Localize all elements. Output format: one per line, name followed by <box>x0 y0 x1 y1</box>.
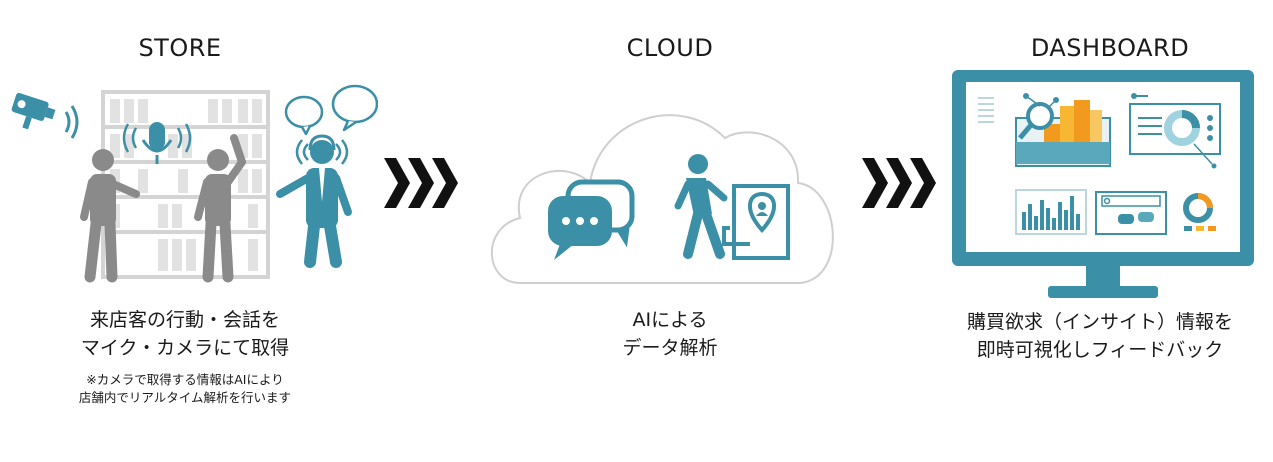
customer-figure <box>80 149 140 283</box>
store-note-line2: 店舗内でリアルタイム解析を行います <box>78 390 292 405</box>
dashboard-caption: 購買欲求（インサイト）情報を 即時可視化しフィードバック <box>930 308 1270 364</box>
cloud-heading: CLOUD <box>626 34 714 62</box>
store-note: ※カメラで取得する情報はAIにより 店舗内でリアルタイム解析を行います <box>40 371 330 407</box>
flow-arrow-icon <box>862 158 936 208</box>
small-donut-icon <box>1183 193 1216 231</box>
flow-arrow-icon <box>384 158 458 208</box>
store-caption: 来店客の行動・会話を マイク・カメラにて取得 <box>40 306 330 362</box>
analytics-card-icon <box>1015 93 1111 167</box>
store-caption-line2: マイク・カメラにて取得 <box>80 337 290 359</box>
store-illustration <box>11 84 378 283</box>
customer-figure <box>194 134 246 283</box>
search-card-icon <box>1095 191 1167 235</box>
dashboard-heading: DASHBOARD <box>1030 34 1190 62</box>
cloud-caption-line1: AIによる <box>632 309 708 331</box>
dashboard-monitor-illustration <box>952 70 1254 298</box>
speech-bubble-icon <box>284 84 378 136</box>
microphone-icon <box>122 122 192 164</box>
store-note-line1: ※カメラで取得する情報はAIにより <box>86 372 284 387</box>
chat-bubbles-icon <box>548 179 635 260</box>
camera-icon <box>11 92 79 139</box>
store-heading: STORE <box>138 34 222 62</box>
dashboard-caption-line1: 購買欲求（インサイト）情報を <box>966 311 1233 333</box>
donut-chart-icon <box>1129 93 1221 169</box>
bar-chart-icon <box>1015 189 1087 235</box>
staff-figure <box>276 134 352 268</box>
cloud-caption: AIによる データ解析 <box>560 306 780 362</box>
cloud-caption-line2: データ解析 <box>622 337 718 359</box>
customer-journey-icon <box>674 154 790 260</box>
cloud-illustration <box>490 114 834 284</box>
store-caption-line1: 来店客の行動・会話を <box>89 309 280 331</box>
dashboard-caption-line2: 即時可視化しフィードバック <box>976 339 1224 361</box>
